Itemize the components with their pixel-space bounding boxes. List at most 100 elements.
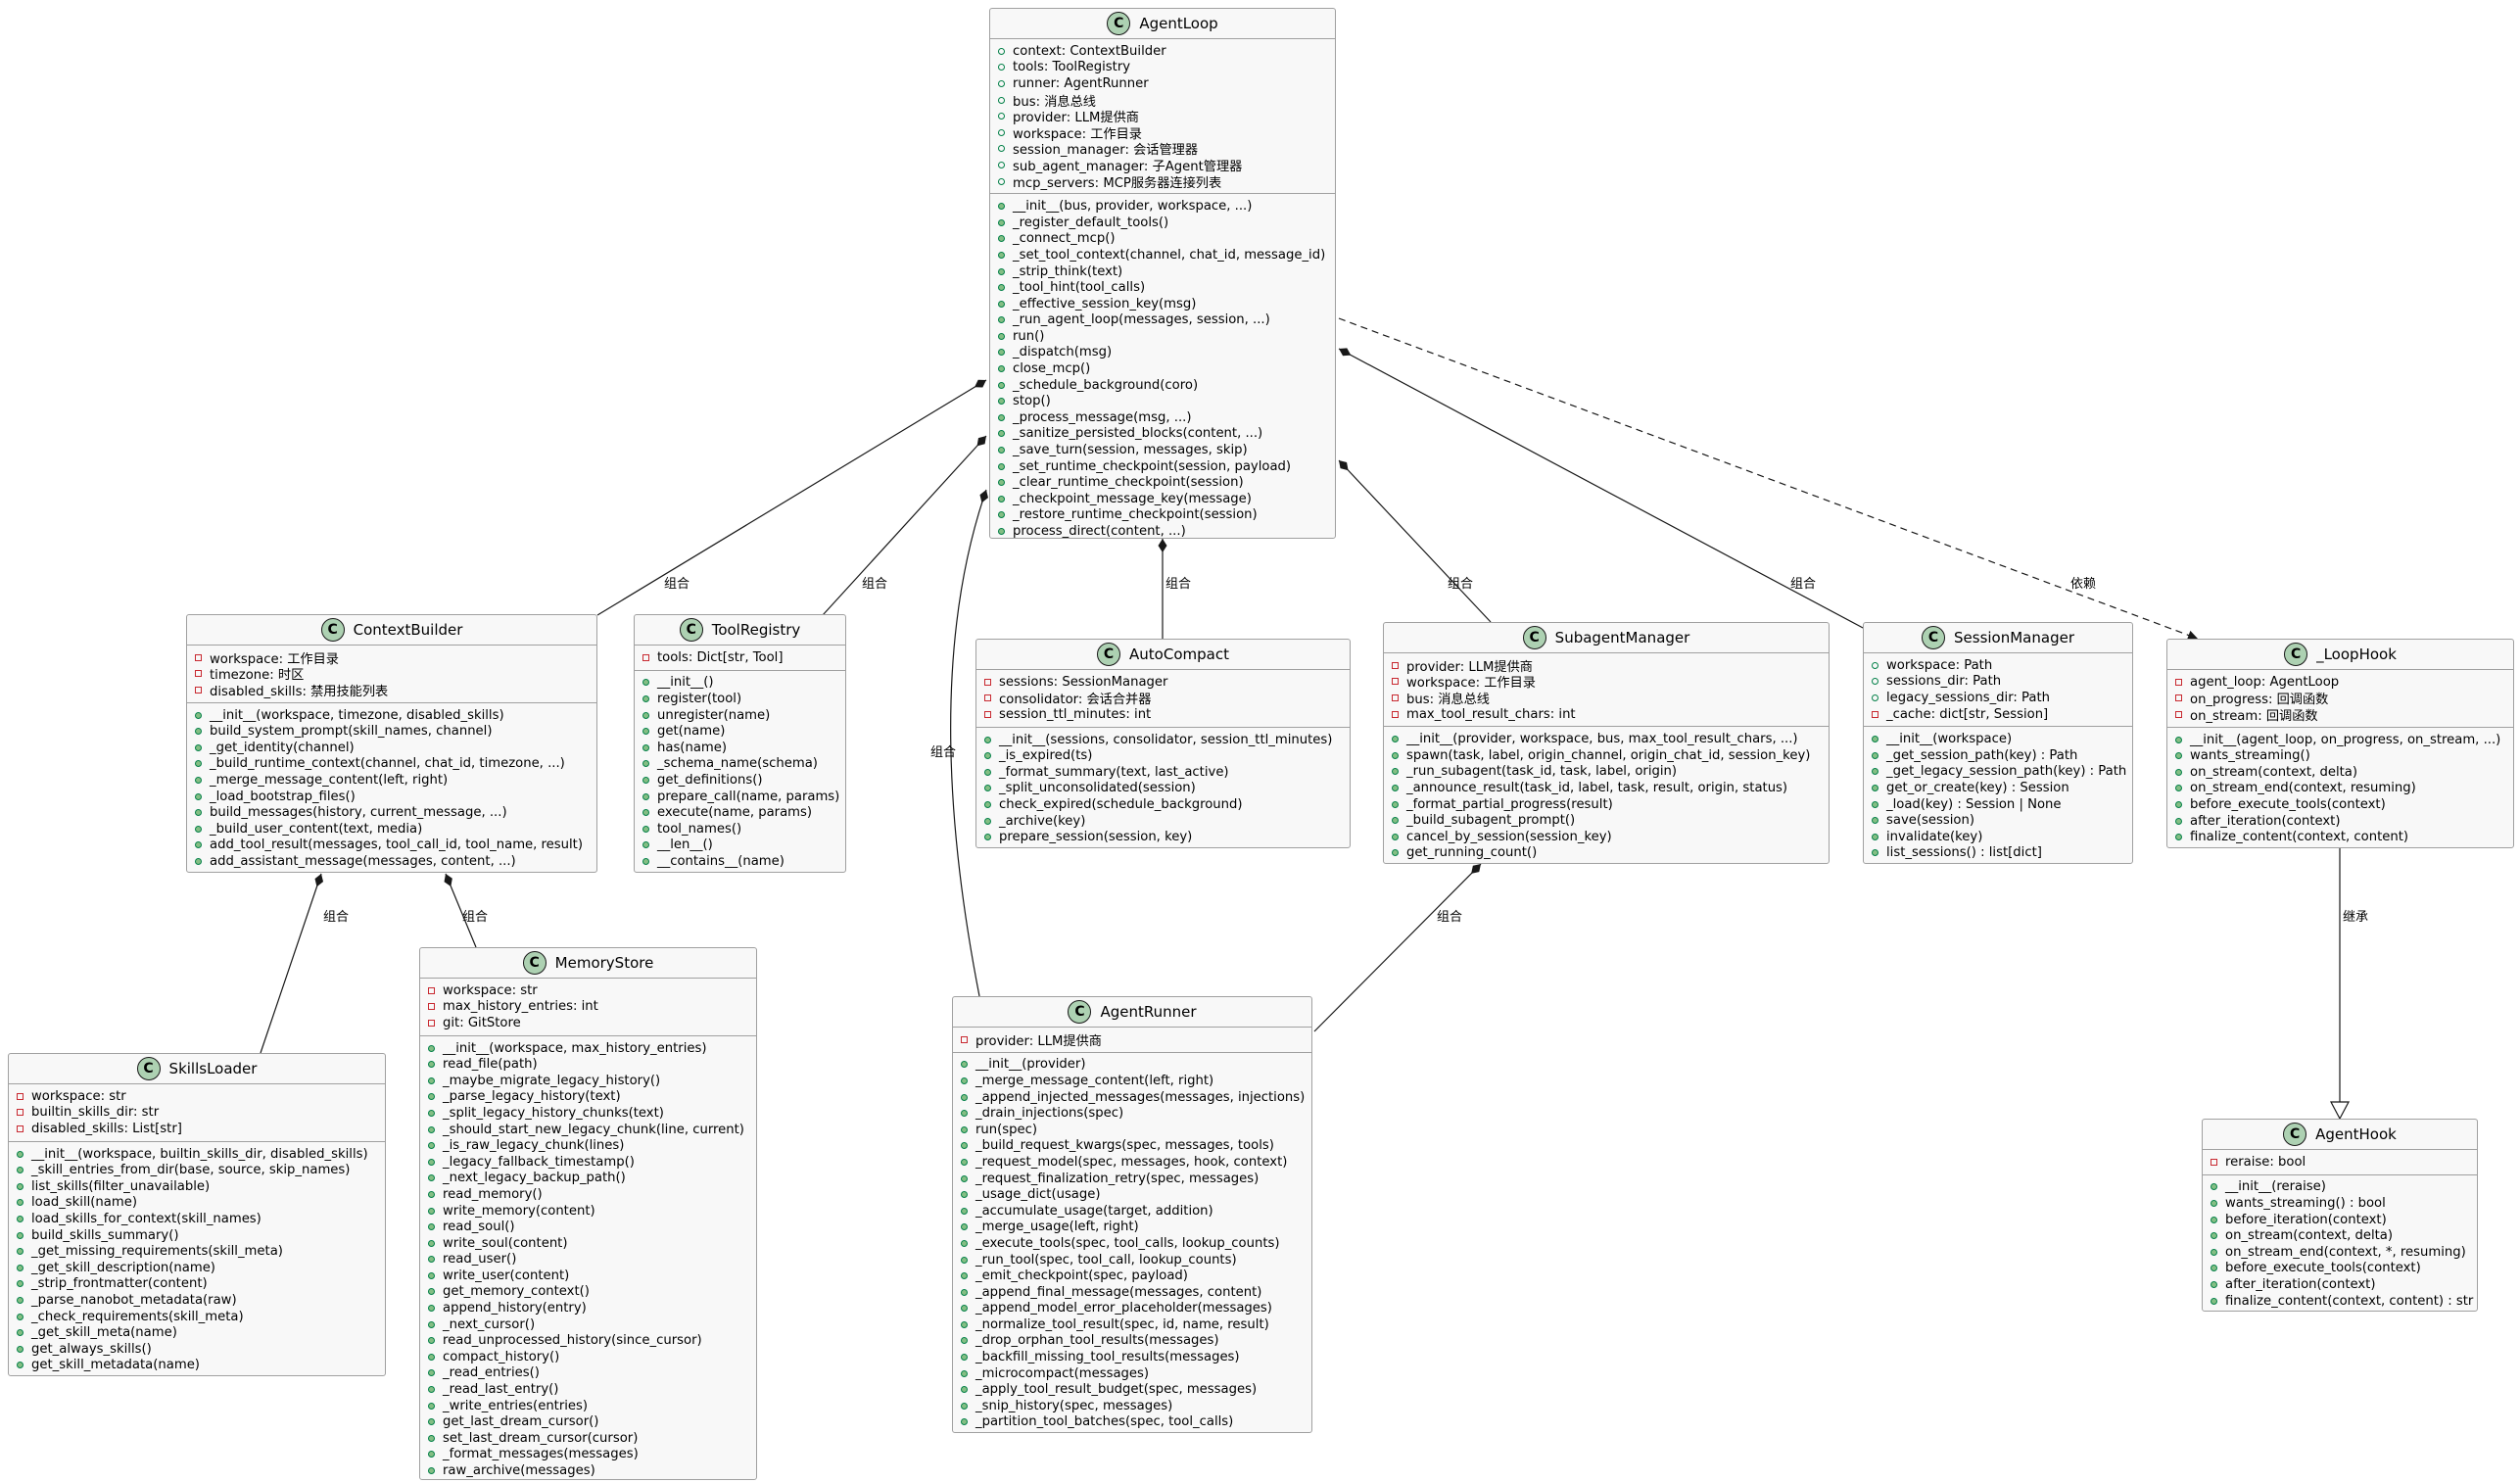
- public-marker-icon: [2211, 1280, 2220, 1288]
- field-text: workspace: str: [31, 1088, 126, 1104]
- field-row: workspace: str: [17, 1088, 379, 1105]
- method-row: _append_injected_messages(messages, inje…: [961, 1089, 1306, 1106]
- method-text: __init__(): [657, 675, 714, 691]
- method-row: after_iteration(context): [2211, 1276, 2471, 1293]
- method-text: _effective_session_key(msg): [1013, 296, 1197, 311]
- method-row: _restore_runtime_checkpoint(session): [998, 507, 1329, 524]
- method-row: _drain_injections(spec): [961, 1105, 1306, 1122]
- private-marker-icon: [1392, 710, 1402, 718]
- method-row: __init__(sessions, consolidator, session…: [984, 732, 1344, 748]
- public-marker-icon: [428, 1207, 438, 1215]
- public-marker-icon: [961, 1288, 971, 1296]
- methods-section: __init__(workspace, max_history_entries)…: [420, 1034, 756, 1479]
- methods-section: __init__(reraise)wants_streaming() : boo…: [2203, 1173, 2477, 1311]
- method-text: load_skill(name): [31, 1195, 137, 1211]
- method-row: run(): [998, 328, 1329, 345]
- public-marker-icon: [195, 760, 205, 768]
- relation-label: 依赖: [2070, 577, 2097, 592]
- method-text: _skill_entries_from_dir(base, source, sk…: [31, 1163, 351, 1178]
- method-text: read_memory(): [443, 1186, 543, 1202]
- method-row: _merge_usage(left, right): [961, 1220, 1306, 1236]
- method-text: __init__(workspace): [1886, 732, 2013, 747]
- public-marker-icon: [2211, 1297, 2220, 1305]
- public-marker-icon: [428, 1288, 438, 1296]
- method-row: _skill_entries_from_dir(base, source, sk…: [17, 1162, 379, 1178]
- method-row: _append_model_error_placeholder(messages…: [961, 1301, 1306, 1317]
- link-loop-hook-to-agent-hook: [2330, 848, 2350, 1121]
- public-marker-icon: [428, 1386, 438, 1394]
- method-text: get_definitions(): [657, 772, 763, 788]
- public-marker-icon: [1872, 661, 1881, 669]
- field-text: tools: ToolRegistry: [1013, 60, 1131, 75]
- public-marker-icon: [17, 1150, 26, 1158]
- class-header: C_LoopHook: [2167, 640, 2513, 670]
- method-text: _apply_tool_result_budget(spec, messages…: [975, 1382, 1258, 1398]
- method-text: list_sessions() : list[dict]: [1886, 845, 2042, 861]
- public-marker-icon: [1872, 849, 1881, 857]
- class-icon: C: [1097, 643, 1121, 666]
- public-marker-icon: [984, 800, 994, 808]
- public-marker-icon: [17, 1215, 26, 1222]
- public-marker-icon: [998, 47, 1008, 55]
- method-text: on_stream(context, delta): [2190, 764, 2358, 780]
- relation-label: 继承: [2343, 910, 2369, 925]
- public-marker-icon: [961, 1093, 971, 1101]
- public-marker-icon: [961, 1256, 971, 1264]
- method-text: register(tool): [657, 691, 742, 706]
- method-text: invalidate(key): [1886, 829, 1983, 844]
- method-text: _get_legacy_session_path(key) : Path: [1886, 764, 2127, 780]
- public-marker-icon: [984, 752, 994, 760]
- field-row: tools: Dict[str, Tool]: [642, 649, 839, 666]
- public-marker-icon: [961, 1386, 971, 1394]
- field-text: disabled_skills: List[str]: [31, 1121, 182, 1136]
- method-text: prepare_session(session, key): [999, 830, 1193, 845]
- composition-diamond-icon: [1158, 539, 1167, 552]
- method-text: _append_injected_messages(messages, inje…: [975, 1089, 1306, 1105]
- field-text: reraise: bool: [2225, 1154, 2306, 1170]
- method-text: __init__(reraise): [2225, 1179, 2326, 1195]
- private-marker-icon: [2175, 694, 2185, 702]
- public-marker-icon: [1872, 817, 1881, 825]
- method-row: _sanitize_persisted_blocks(content, ...): [998, 426, 1329, 443]
- method-text: _get_skill_meta(name): [31, 1325, 177, 1341]
- public-marker-icon: [642, 711, 652, 719]
- public-marker-icon: [428, 1061, 438, 1069]
- method-row: _dispatch(msg): [998, 345, 1329, 361]
- method-row: get_memory_context(): [428, 1284, 750, 1301]
- method-row: before_execute_tools(context): [2211, 1261, 2471, 1277]
- method-text: finalize_content(context, content): [2190, 830, 2409, 845]
- method-row: _next_legacy_backup_path(): [428, 1171, 750, 1187]
- public-marker-icon: [195, 792, 205, 800]
- method-text: __init__(bus, provider, workspace, ...): [1013, 199, 1253, 215]
- public-marker-icon: [428, 1174, 438, 1182]
- method-text: _parse_legacy_history(text): [443, 1089, 621, 1105]
- field-text: runner: AgentRunner: [1013, 75, 1149, 91]
- relation-label: 组合: [1790, 577, 1817, 592]
- method-text: _merge_usage(left, right): [975, 1220, 1139, 1235]
- public-marker-icon: [2175, 736, 2185, 743]
- method-row: _build_subagent_prompt(): [1392, 812, 1823, 829]
- field-text: disabled_skills: 禁用技能列表: [210, 684, 389, 699]
- method-text: _split_unconsolidated(session): [999, 781, 1196, 796]
- class-icon: C: [2283, 1123, 2307, 1146]
- methods-section: __init__(workspace, timezone, disabled_s…: [187, 701, 596, 872]
- method-text: _format_summary(text, last_active): [999, 764, 1229, 780]
- method-text: _is_raw_legacy_chunk(lines): [443, 1138, 625, 1154]
- class-name: SubagentManager: [1554, 629, 1690, 646]
- public-marker-icon: [961, 1110, 971, 1118]
- relation-label: 组合: [930, 745, 957, 760]
- method-text: _set_tool_context(channel, chat_id, mess…: [1013, 247, 1326, 263]
- methods-section: __init__()register(tool)unregister(name)…: [635, 669, 845, 872]
- link-agent-loop-to-tool-registry: [822, 435, 987, 616]
- method-row: _clear_runtime_checkpoint(session): [998, 474, 1329, 491]
- method-text: _tool_hint(tool_calls): [1013, 280, 1146, 296]
- field-row: _cache: dict[str, Session]: [1872, 706, 2126, 723]
- field-text: workspace: 工作目录: [1013, 126, 1142, 142]
- class-icon: C: [1068, 1000, 1092, 1024]
- method-text: _microcompact(messages): [975, 1365, 1150, 1381]
- field-row: agent_loop: AgentLoop: [2175, 674, 2507, 691]
- method-row: _execute_tools(spec, tool_calls, lookup_…: [961, 1235, 1306, 1252]
- field-row: workspace: 工作目录: [1392, 674, 1823, 691]
- method-text: run(spec): [975, 1122, 1038, 1137]
